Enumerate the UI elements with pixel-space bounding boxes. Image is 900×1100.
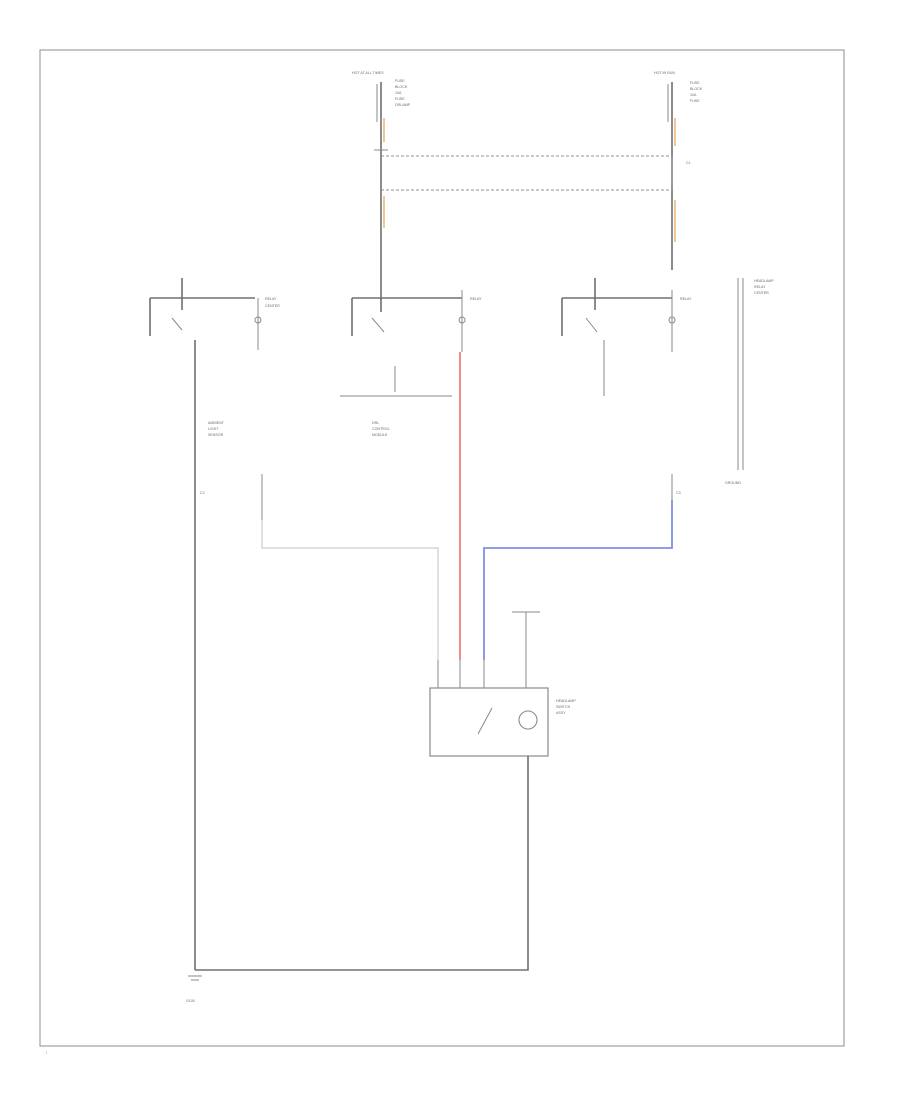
drl-control-switch: DRL CONTROL MODULE [340,366,452,437]
relay-3-label: RELAY [680,297,692,301]
ground-return-wire [195,756,529,971]
drl-control-line-3: MODULE [372,433,388,437]
fuse-block-left-line-1: FUSE [395,79,405,83]
fuse-block-left-line-2: BLOCK [395,85,408,89]
relay-row: RELAY CENTER RELAY RELAY [149,278,692,396]
drl-control-line-2: CONTROL [372,427,390,431]
fuse-block-left: HOT AT ALL TIMES FUSE BLOCK 10A FUSE DRL… [352,71,411,300]
fuse-block-left-line-3: 10A [395,91,402,95]
right-connector-label: GROUND [725,481,741,485]
fuse-block-right-line-1: FUSE [690,81,700,85]
fuse-block-left-title: HOT AT ALL TIMES [352,71,384,75]
switch-assembly-line-2: SWITCH [556,705,571,709]
side-note-line-3: CENTER [754,291,769,295]
left-component-line-1: AMBIENT [208,421,225,425]
connector-tag-c3: C3 [676,491,681,495]
fuse-block-left-line-5: DRLAMP [395,103,411,107]
drl-control-line-1: DRL [372,421,379,425]
side-note-line-1: HEADLAMP [754,279,774,283]
left-component-line-3: SENSOR [208,433,224,437]
footer-mark: i [46,1051,47,1055]
indicator-lamp-icon [518,710,538,730]
side-note-line-2: RELAY [754,285,766,289]
diagram-frame [39,49,845,1047]
relay-1-label-a: RELAY [265,297,277,301]
fuse-block-right: HOT IN RUN FUSE BLOCK 10A FUSE [654,71,703,270]
fuse-block-right-line-4: FUSE [690,99,700,103]
switch-assembly-line-3: ASSY [556,711,566,715]
switch-assembly-line-1: HEADLAMP [556,699,576,703]
relay-2-label: RELAY [470,297,482,301]
fuse-block-right-line-2: BLOCK [690,87,703,91]
fuse-block-left-line-4: FUSE [395,97,405,101]
ground-label: G100 [186,999,195,1003]
connector-tag-c2: C2 [200,491,205,495]
connector-tag-c1: C1 [686,161,691,165]
fuse-block-right-title: HOT IN RUN [654,71,675,75]
white-wire [261,520,439,660]
blue-wire [483,500,673,660]
relay-1-label-b: CENTER [265,304,280,308]
switch-assembly: HEADLAMP SWITCH ASSY [429,660,576,757]
fuse-block-right-line-3: 10A [690,93,697,97]
left-component-line-2: LIGHT [208,427,219,431]
